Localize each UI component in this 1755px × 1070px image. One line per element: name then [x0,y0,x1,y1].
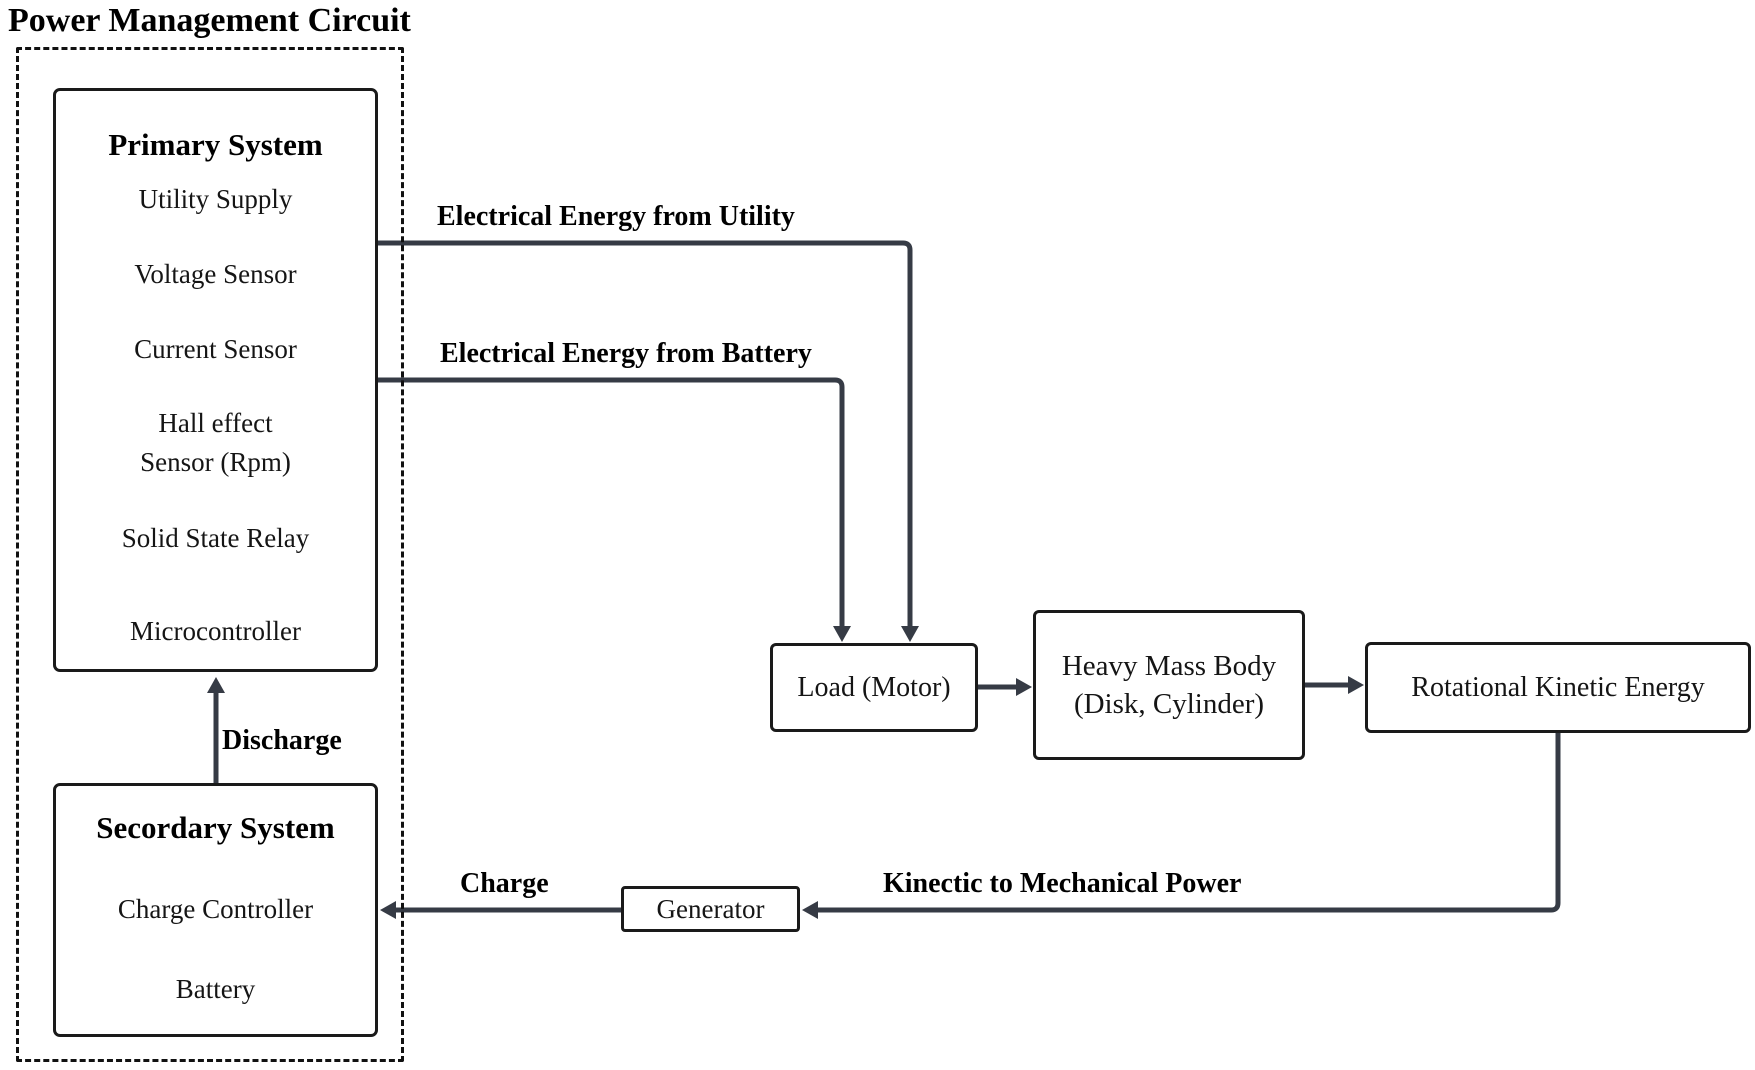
secondary-item-charge-controller: Charge Controller [117,894,314,924]
edge-label-kinetic-to-mechanical-power: Kinectic to Mechanical Power [883,868,1242,899]
arrowhead-utility-down [901,626,919,642]
primary-item-hall-effect-line1: Hall effect [158,408,273,438]
rotational-kinetic-energy-label: Rotational Kinetic Energy [1411,671,1705,703]
secondary-item-battery: Battery [175,974,256,1004]
power-management-group-border [16,47,404,1062]
arrowhead-into-hmb [1016,678,1032,696]
generator-box: Generator [621,886,800,932]
primary-system-box: Primary System Utility Supply Voltage Se… [53,88,378,672]
edge-label-discharge: Discharge [222,725,342,756]
edge-label-electrical-energy-from-utility: Electrical Energy from Utility [437,201,795,232]
heavy-mass-body-box: Heavy Mass Body (Disk, Cylinder) [1033,610,1305,760]
heavy-mass-body-line2: (Disk, Cylinder) [1073,688,1265,720]
primary-item-voltage-sensor: Voltage Sensor [134,259,297,289]
edge-label-charge: Charge [460,868,549,899]
arrowhead-discharge-up [207,677,225,693]
generator-label: Generator [656,894,765,924]
arrowhead-into-secondary [380,901,396,919]
load-motor-label: Load (Motor) [797,671,951,703]
edge-utility-line [378,240,913,627]
primary-item-microcontroller: Microcontroller [130,616,301,646]
arrowhead-into-generator [802,901,818,919]
primary-system-heading: Primary System [108,127,323,162]
secondary-system-heading: Secordary System [96,810,335,845]
heavy-mass-body-line1: Heavy Mass Body [1061,650,1277,682]
edge-rke-to-generator-line [818,733,1561,913]
edge-battery-line [378,377,845,627]
primary-item-solid-state-relay: Solid State Relay [121,523,310,553]
primary-item-hall-effect-line2: Sensor (Rpm) [140,447,291,477]
edge-label-electrical-energy-from-battery: Electrical Energy from Battery [440,338,812,369]
arrowhead-into-rke [1348,676,1364,694]
page-title: Power Management Circuit [8,2,411,39]
secondary-system-box: Secordary System Charge Controller Batte… [53,783,378,1037]
rotational-kinetic-energy-box: Rotational Kinetic Energy [1365,642,1751,733]
primary-item-current-sensor: Current Sensor [134,334,297,364]
heavy-mass-body-label: Heavy Mass Body (Disk, Cylinder) [1062,647,1276,723]
primary-item-utility-supply: Utility Supply [138,184,293,214]
arrowhead-battery-down [833,626,851,642]
load-motor-box: Load (Motor) [770,643,978,732]
